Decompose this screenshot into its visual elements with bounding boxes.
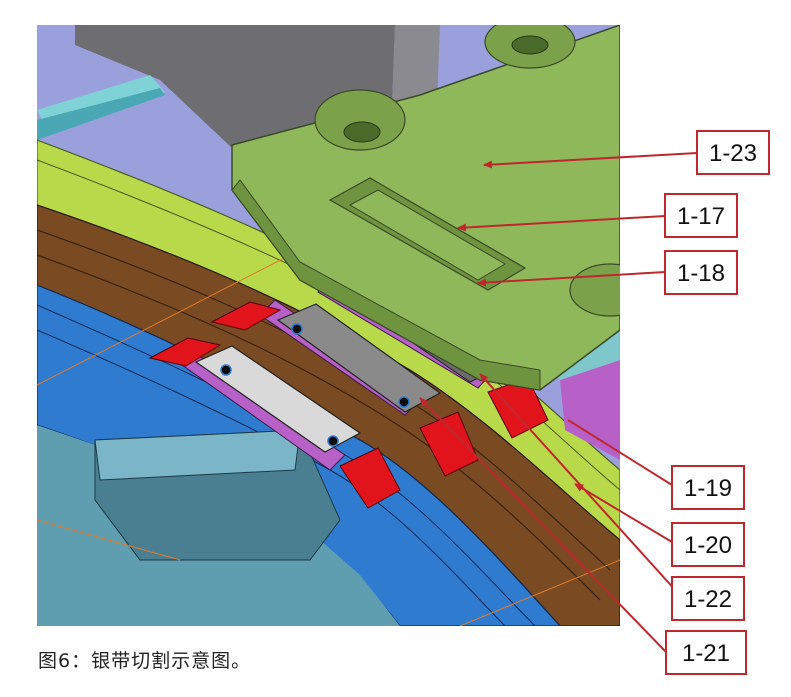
- svg-text:1-21: 1-21: [682, 640, 730, 667]
- label-1-20: 1-20: [671, 522, 745, 567]
- svg-text:1-20: 1-20: [684, 532, 732, 559]
- label-1-21: 1-21: [665, 630, 747, 675]
- svg-text:1-23: 1-23: [709, 140, 757, 167]
- svg-text:1-18: 1-18: [677, 260, 725, 287]
- label-1-22: 1-22: [671, 576, 745, 621]
- green-plate: [231, 25, 620, 391]
- render-area: [37, 25, 620, 626]
- label-1-23: 1-23: [696, 130, 770, 175]
- label-1-19: 1-19: [671, 465, 745, 510]
- svg-text:1-17: 1-17: [677, 203, 725, 230]
- figure-caption: 图6：银带切割示意图。: [38, 650, 252, 672]
- label-1-18: 1-18: [664, 250, 738, 295]
- svg-text:1-19: 1-19: [684, 475, 732, 502]
- svg-text:1-22: 1-22: [684, 586, 732, 613]
- silver-strip-front: [194, 345, 362, 453]
- silver-strip-middle: [276, 303, 442, 413]
- label-1-17: 1-17: [664, 193, 738, 238]
- leader-lines: [419, 152, 698, 653]
